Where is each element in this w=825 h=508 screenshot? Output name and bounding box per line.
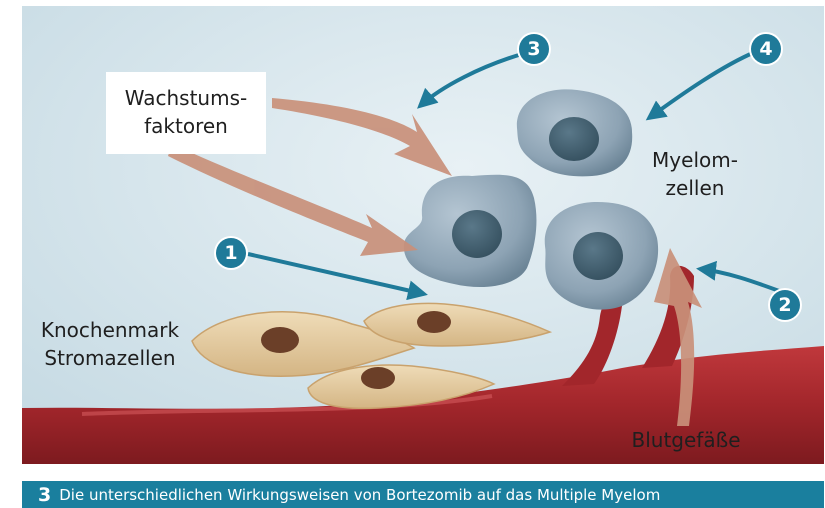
myeloma-nucleus [573,232,623,280]
caption-text: Die unterschiedlichen Wirkungsweisen von… [59,486,660,504]
marker-3: 3 [519,34,549,64]
stroma-cells-line-2: Stromazellen [30,344,190,372]
stroma-cells-line-1: Knochenmark [30,316,190,344]
myeloma-cells-line-1: Myelom- [635,146,755,174]
growth-factors-line-1: Wachstums- [106,84,266,112]
myeloma-nucleus [452,210,502,258]
figure-caption: 3 Die unterschiedlichen Wirkungsweisen v… [22,481,824,508]
growth-factors-label: Wachstums- faktoren [106,72,266,154]
myeloma-cells-label: Myelom- zellen [635,146,755,202]
marker-2: 2 [770,290,800,320]
myeloma-cells-line-2: zellen [635,174,755,202]
myeloma-nucleus [549,117,599,161]
stroma-cells-label: Knochenmark Stromazellen [30,316,190,372]
stroma-nucleus [417,311,451,333]
blood-vessels-label: Blutgefäße [616,426,756,454]
stroma-nucleus [361,367,395,389]
marker-1: 1 [216,238,246,268]
marker-4: 4 [751,34,781,64]
diagram-canvas: Wachstums- faktoren Myelom- zellen Knoch… [22,6,824,464]
stroma-nucleus [261,327,299,353]
figure-number: 3 [38,484,51,506]
growth-factors-line-2: faktoren [106,112,266,140]
